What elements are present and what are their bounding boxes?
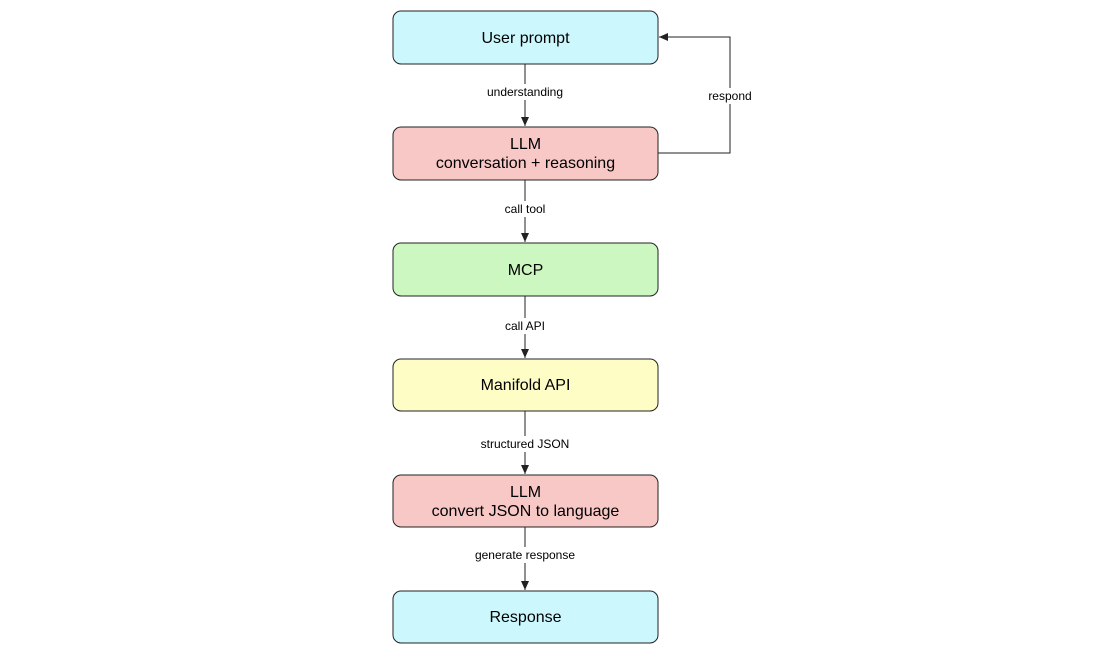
node-llm-reasoning-title: LLM — [510, 136, 541, 153]
node-response: Response — [392, 590, 659, 644]
edge-call-tool: call tool — [498, 180, 552, 242]
node-mcp: MCP — [392, 242, 659, 297]
edge-call-api: call API — [499, 296, 551, 358]
node-llm-reasoning-subtitle: conversation + reasoning — [436, 155, 615, 172]
edge-label-call-tool: call tool — [505, 202, 546, 216]
node-response-label: Response — [489, 609, 561, 626]
node-llm-convert-subtitle: convert JSON to language — [432, 503, 620, 520]
node-llm-convert: LLM convert JSON to language — [392, 474, 659, 528]
node-llm-reasoning: LLM conversation + reasoning — [392, 126, 659, 181]
node-user-prompt-label: User prompt — [481, 30, 570, 47]
node-manifold-api-label: Manifold API — [481, 377, 571, 394]
edge-label-call-api: call API — [505, 319, 545, 333]
node-user-prompt: User prompt — [392, 10, 659, 65]
edge-understanding: understanding — [480, 64, 570, 126]
node-mcp-label: MCP — [508, 262, 544, 279]
edge-label-understanding: understanding — [487, 85, 563, 99]
edge-label-structured-json: structured JSON — [481, 437, 570, 451]
edge-label-generate-response: generate response — [475, 548, 575, 562]
node-manifold-api: Manifold API — [392, 358, 659, 412]
node-llm-convert-title: LLM — [510, 484, 541, 501]
edge-generate-response: generate response — [470, 527, 580, 590]
edge-respond: respond — [658, 33, 758, 154]
edge-label-respond: respond — [708, 89, 751, 103]
edge-structured-json: structured JSON — [474, 411, 576, 474]
